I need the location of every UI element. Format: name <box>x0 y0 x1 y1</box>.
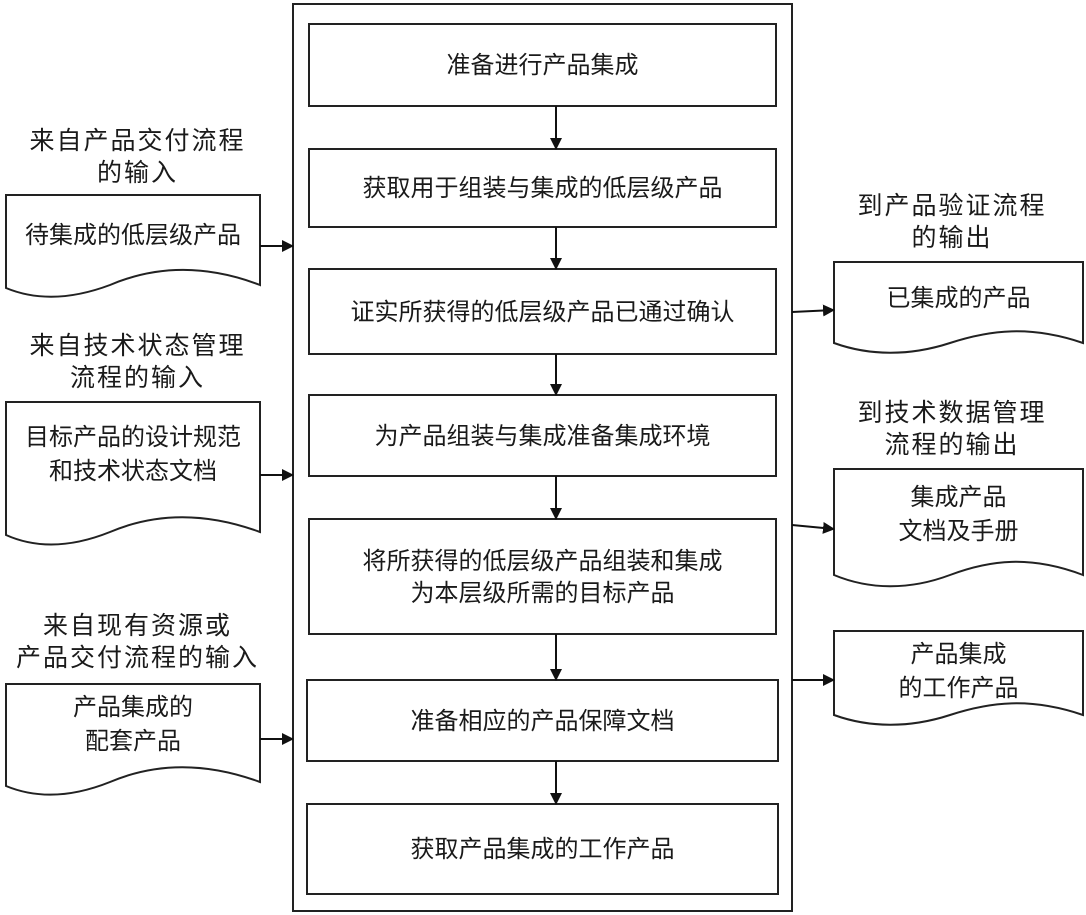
output-document-1: 已集成的产品 <box>886 284 1031 312</box>
input-document-1: 待集成的低层级产品 <box>25 221 241 249</box>
step-box-1 <box>308 23 777 107</box>
input-document-2: 目标产品的设计规范 和技术状态文档 <box>25 423 241 485</box>
output-document-2: 集成产品 文档及手册 <box>898 483 1019 545</box>
step-6-text: 准备相应的产品保障文档 <box>410 706 675 735</box>
step-5-text: 将所获得的低层级产品组装和集成 为本层级所需的目标产品 <box>362 546 723 607</box>
step-box-6 <box>306 679 779 762</box>
step-1-text: 准备进行产品集成 <box>446 51 639 79</box>
step-4-text: 为产品组装与集成准备集成环境 <box>374 421 711 450</box>
output-destination-label-2: 到技术数据管理 流程的输出 <box>857 398 1047 459</box>
output-arrow-2 <box>791 521 835 534</box>
input-document-2-shape <box>5 401 261 546</box>
step-box-7 <box>306 803 779 895</box>
step-box-2 <box>308 148 777 228</box>
step-2-text: 获取用于组装与集成的低层级产品 <box>362 174 723 202</box>
input-document-1-shape <box>5 194 261 298</box>
input-source-label-3: 来自现有资源或 产品交付流程的输入 <box>15 611 259 672</box>
step-7-text: 获取产品集成的工作产品 <box>410 835 675 863</box>
output-document-2-shape <box>833 468 1084 588</box>
input-source-label-2: 来自技术状态管理 流程的输入 <box>29 331 246 392</box>
output-document-1-shape <box>833 261 1084 354</box>
output-document-3-shape <box>833 630 1084 726</box>
input-document-3-shape <box>5 683 261 796</box>
input-source-label-1: 来自产品交付流程 的输入 <box>29 126 246 187</box>
process-container <box>292 3 793 912</box>
output-document-3: 产品集成 的工作产品 <box>898 640 1019 702</box>
output-arrow-1 <box>791 304 835 317</box>
step-3-text: 证实所获得的低层级产品已通过确认 <box>350 297 735 326</box>
output-destination-label-1: 到产品验证流程 的输出 <box>857 191 1047 252</box>
step-box-4 <box>308 394 777 477</box>
input-document-3: 产品集成的 配套产品 <box>73 693 193 755</box>
step-box-3 <box>308 268 777 355</box>
step-box-5 <box>308 518 777 635</box>
